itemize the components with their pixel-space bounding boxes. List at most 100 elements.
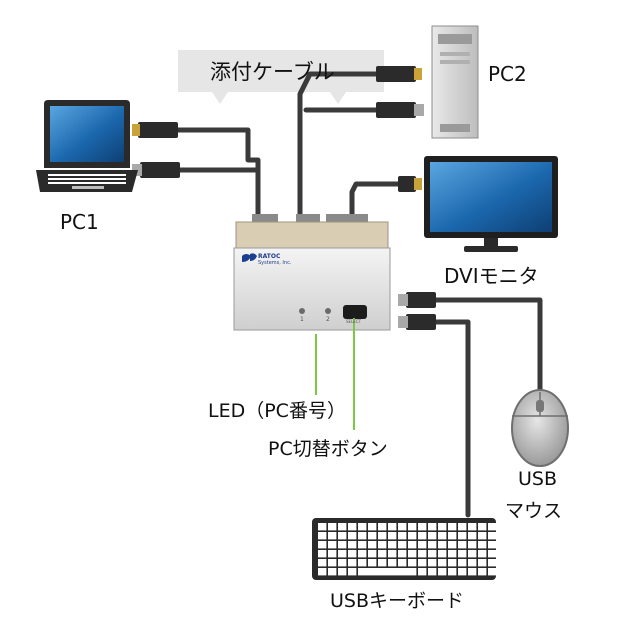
keyboard-key — [418, 568, 427, 576]
keyboard-key — [368, 523, 377, 531]
cable-keyboard — [429, 319, 471, 518]
keyboard-label: USBキーボード — [330, 590, 465, 612]
keyboard-key — [408, 559, 417, 567]
device-brand: RATOC — [258, 253, 281, 260]
cables — [172, 71, 543, 518]
keyboard-key — [358, 532, 367, 540]
keyboard-key — [368, 532, 377, 540]
keyboard-key — [408, 523, 417, 531]
keyboard-key — [418, 541, 427, 549]
keyboard-key — [488, 550, 497, 558]
keyboard-key — [378, 550, 387, 558]
keyboard-key — [348, 523, 357, 531]
led-label: LED（PC番号） — [208, 400, 346, 422]
keyboard-key — [398, 550, 407, 558]
keyboard-key — [358, 559, 367, 567]
keyboard-key — [428, 550, 437, 558]
keyboard-key — [348, 532, 357, 540]
keyboard-key — [468, 541, 477, 549]
keyboard-key — [318, 523, 327, 531]
usb-mouse-icon — [511, 389, 569, 467]
keyboard-key — [458, 568, 467, 576]
keyboard-key — [388, 559, 397, 567]
keyboard-key — [408, 550, 417, 558]
keyboard-key — [358, 550, 367, 558]
keyboard-key — [488, 559, 497, 567]
cable-pc1-hdmi — [172, 127, 261, 221]
keyboard-key — [468, 559, 477, 567]
keyboard-key — [378, 559, 387, 567]
keyboard-key — [428, 532, 437, 540]
keyboard-key — [398, 541, 407, 549]
keyboard-key — [388, 541, 397, 549]
keyboard-key — [318, 541, 327, 549]
keyboard-key — [488, 523, 497, 531]
keyboard-key — [448, 532, 457, 540]
keyboard-key — [478, 568, 487, 576]
cable-callout — [178, 50, 384, 92]
select-button-label: SELECT — [346, 319, 362, 324]
keyboard-key — [338, 568, 347, 576]
monitor-connector — [398, 176, 422, 192]
keyboard-key — [438, 541, 447, 549]
keyboard-key — [398, 559, 407, 567]
keyboard-key — [458, 559, 467, 567]
keyboard-key — [328, 523, 337, 531]
keyboard-key — [418, 532, 427, 540]
leader-lines — [315, 318, 355, 430]
pc1-label: PC1 — [60, 210, 99, 234]
keyboard-key — [338, 550, 347, 558]
keyboard-key — [488, 532, 497, 540]
keyboard-key — [328, 568, 337, 576]
dvi-monitor-icon — [424, 156, 558, 252]
keyboard-key — [338, 541, 347, 549]
monitor-label: DVIモニタ — [444, 264, 539, 288]
keyboard-key — [318, 568, 327, 576]
keyboard-key — [438, 559, 447, 567]
keyboard-key — [458, 541, 467, 549]
keyboard-key — [438, 532, 447, 540]
keyboard-key — [398, 523, 407, 531]
led-2-label: 2 — [326, 316, 330, 323]
cable-label: 添付ケーブル — [210, 60, 335, 84]
device-brand-sub: Systems, Inc. — [258, 260, 292, 266]
keyboard-key — [348, 568, 357, 576]
keyboard-key — [348, 559, 357, 567]
keyboard-key — [348, 550, 357, 558]
keyboard-key — [458, 523, 467, 531]
keyboard-key — [448, 541, 457, 549]
keyboard-key — [478, 532, 487, 540]
keyboard-key — [328, 541, 337, 549]
keyboard-key — [338, 523, 347, 531]
keyboard-key — [428, 541, 437, 549]
keyboard-key — [418, 523, 427, 531]
mouse-label-usb: USB — [518, 468, 558, 490]
keyboard-key — [488, 568, 497, 576]
cable-monitor-dvi — [349, 181, 405, 221]
keyboard-key — [368, 550, 377, 558]
cable-callout-tail-right — [330, 92, 346, 104]
keyboard-key — [448, 523, 457, 531]
keyboard-key — [468, 532, 477, 540]
keyboard-key — [418, 550, 427, 558]
keyboard-key — [468, 550, 477, 558]
keyboard-key — [478, 550, 487, 558]
keyboard-key — [458, 532, 467, 540]
pc2-label: PC2 — [488, 62, 527, 86]
keyboard-key — [398, 532, 407, 540]
keyboard-key — [368, 541, 377, 549]
keyboard-key — [378, 523, 387, 531]
keyboard-key — [368, 559, 377, 567]
keyboard-key — [478, 559, 487, 567]
mouse-label-name: マウス — [505, 500, 563, 522]
keyboard-key — [358, 541, 367, 549]
keyboard-key — [478, 541, 487, 549]
keyboard-key — [448, 550, 457, 558]
keyboard-key — [378, 532, 387, 540]
keyboard-key — [338, 532, 347, 540]
tower-pc2-icon — [431, 25, 479, 139]
keyboard-key — [468, 523, 477, 531]
led-1-label: 1 — [300, 316, 304, 323]
keyboard-key — [438, 568, 447, 576]
